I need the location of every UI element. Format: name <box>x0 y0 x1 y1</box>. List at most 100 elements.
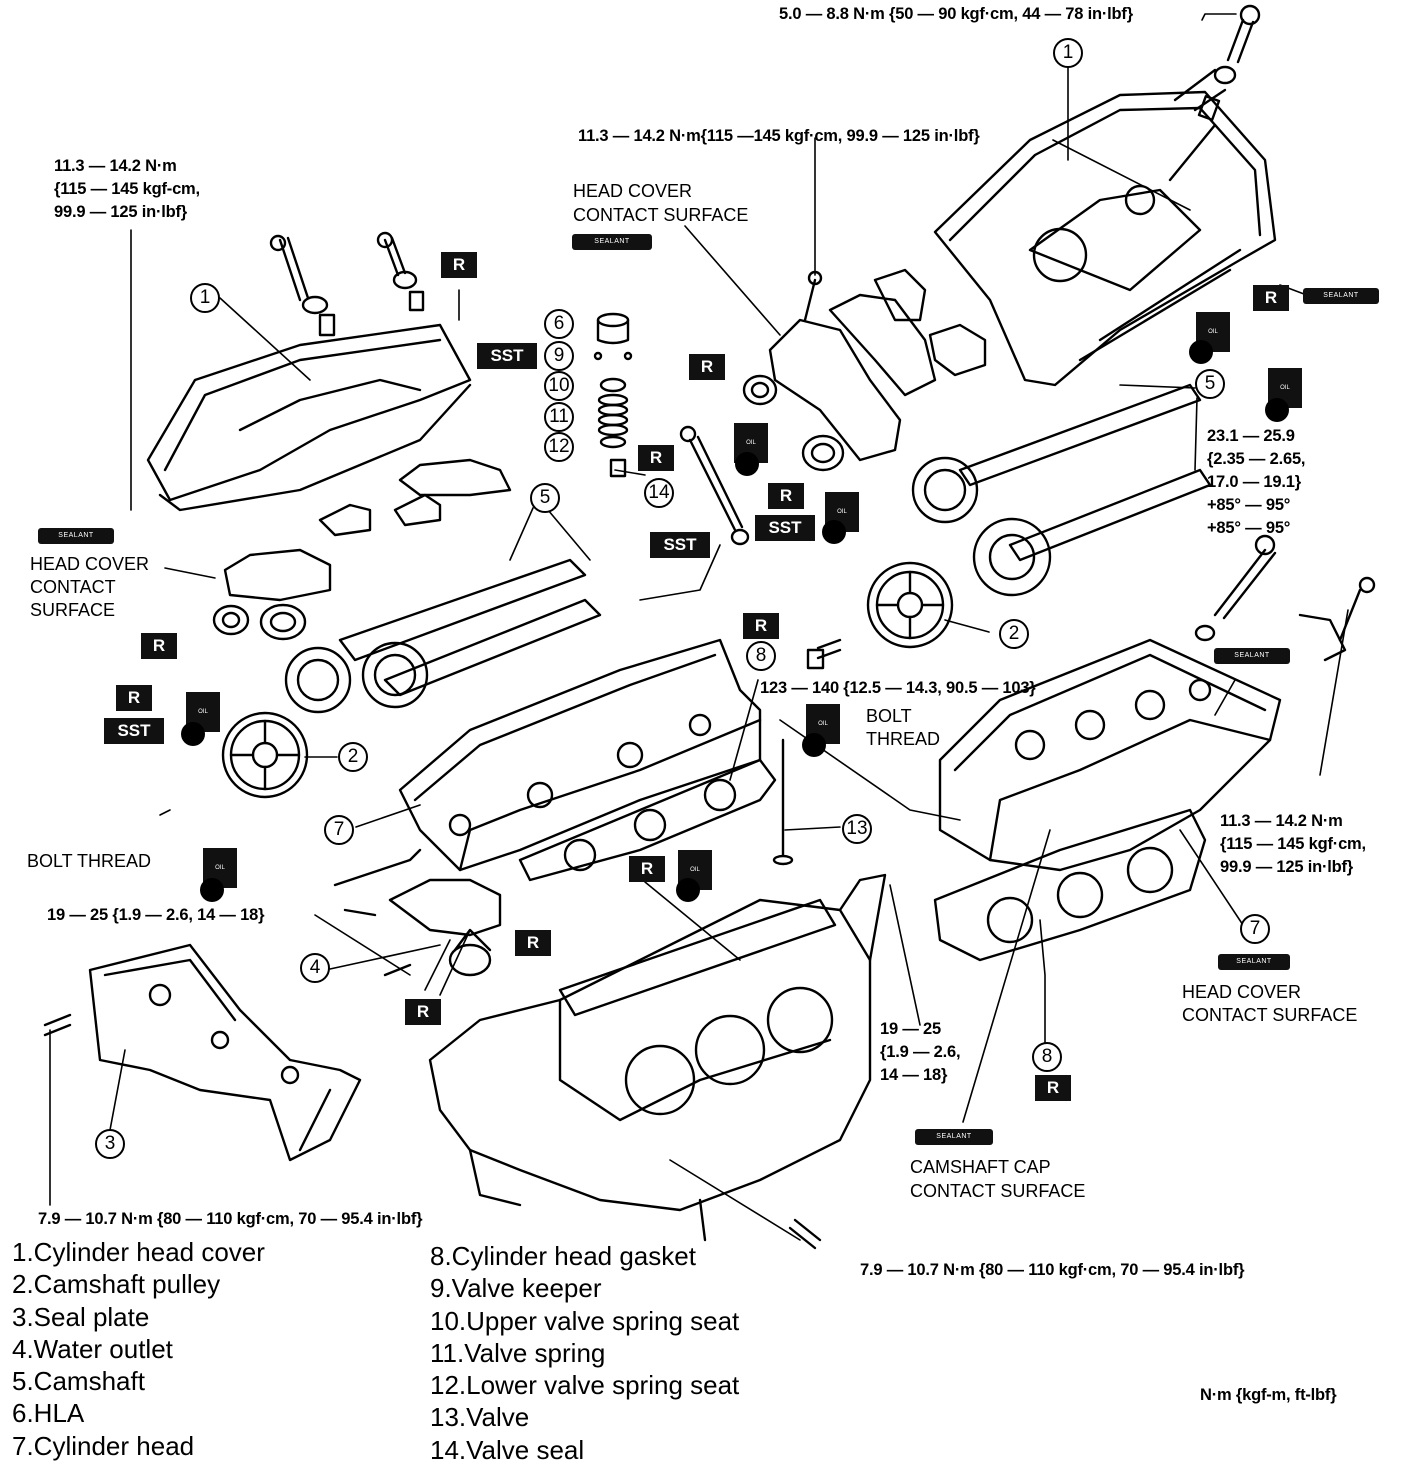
callout-14: 14 <box>644 478 674 508</box>
camshaft-cap-contact-surface-2: CONTACT SURFACE <box>910 1181 1086 1201</box>
sealant-tube-icon: SEALANT <box>1214 648 1290 664</box>
replace-tag: R <box>768 483 804 509</box>
legend-item: 1.Cylinder head cover <box>12 1237 265 1267</box>
right-camshaft-caps-drawing <box>742 268 987 472</box>
oil-drop-icon <box>822 520 846 544</box>
water-outlet-drawing <box>333 848 502 977</box>
legend-item: 7.Cylinder head <box>12 1430 195 1461</box>
head-cover-contact-surface-top-1: HEAD COVER <box>573 181 693 201</box>
bolt-thread-right-1: BOLT <box>866 706 912 726</box>
replace-tag: R <box>1253 285 1289 311</box>
sealant-tube-icon: SEALANT <box>1303 288 1379 304</box>
left-camshafts-drawing <box>284 558 602 714</box>
camshaft-cap-contact-surface-1: CAMSHAFT CAP <box>910 1157 1051 1177</box>
replace-tag: R <box>689 354 725 380</box>
oil-drop-icon <box>1265 398 1289 422</box>
top-bolt-drawing <box>1168 4 1261 182</box>
left-head-cover-drawing <box>146 231 472 512</box>
sealant-tube-icon: SEALANT <box>572 234 652 250</box>
units-note: N·m {kgf-m, ft-lbf} <box>1200 1386 1337 1404</box>
sst-tag: SST <box>104 718 164 744</box>
sst-tag: SST <box>755 515 815 541</box>
callout-3: 3 <box>95 1129 125 1159</box>
head-cover-contact-surface-left-3: SURFACE <box>30 600 116 620</box>
leader-lines <box>49 13 1349 1241</box>
engine-block-drawing <box>428 873 887 1242</box>
left-cylinder-head-drawing <box>398 638 762 872</box>
callout-2: 2 <box>999 619 1029 649</box>
oil-drop-icon <box>735 452 759 476</box>
callout-7: 7 <box>1240 914 1270 944</box>
head-cover-contact-surface-right-2: CONTACT SURFACE <box>1182 1005 1358 1025</box>
callout-5: 5 <box>1195 369 1225 399</box>
callout-1: 1 <box>1053 38 1083 68</box>
oil-drop-icon <box>1189 340 1213 364</box>
callout-6: 6 <box>544 309 574 339</box>
sst-tag: SST <box>477 343 537 369</box>
left-head-gasket-drawing <box>518 758 777 882</box>
callout-7: 7 <box>324 815 354 845</box>
torque-pulley-3: 17.0 — 19.1} <box>1207 473 1301 491</box>
torque-left-cover-2: {115 — 145 kgf-cm, <box>54 180 200 198</box>
legend-left: 1.Cylinder head cover 2.Camshaft pulley … <box>12 1236 265 1462</box>
callout-4: 4 <box>300 953 330 983</box>
oil-drop-icon <box>181 722 205 746</box>
valve-train-drawing <box>593 312 633 478</box>
head-cover-contact-surface-left-1: HEAD COVER <box>30 554 150 574</box>
bolt-thread-left: BOLT THREAD <box>27 851 152 871</box>
replace-tag: R <box>515 930 551 956</box>
torque-right-cover: 11.3 — 14.2 N·m{115 —145 kgf·cm, 99.9 — … <box>578 127 980 145</box>
right-camshafts-drawing <box>911 383 1212 597</box>
replace-tag: R <box>141 633 177 659</box>
replace-tag: R <box>441 252 477 278</box>
callout-8: 8 <box>746 641 776 671</box>
sealant-tube-icon: SEALANT <box>915 1129 993 1145</box>
legend-item: 13.Valve <box>430 1402 530 1433</box>
right-cylinder-head-drawing <box>938 576 1376 872</box>
replace-tag: R <box>638 445 674 471</box>
torque-top: 5.0 — 8.8 N·m {50 — 90 kgf·cm, 44 — 78 i… <box>779 5 1133 23</box>
torque-water-outlet: 19 — 25 {1.9 — 2.6, 14 — 18} <box>47 906 265 924</box>
oil-drop-icon <box>676 878 700 902</box>
torque-left-cover-1: 11.3 — 14.2 N·m <box>54 157 177 175</box>
replace-tag: R <box>743 613 779 639</box>
left-camshaft-caps-drawing <box>223 458 512 602</box>
legend-item: 2.Camshaft pulley <box>12 1269 221 1300</box>
torque-cap-3: 99.9 — 125 in·lbf} <box>1220 858 1354 876</box>
callout-1: 1 <box>190 283 220 313</box>
legend-item: 9.Valve keeper <box>430 1273 602 1304</box>
torque-right-2: {1.9 — 2.6, <box>880 1043 961 1061</box>
torque-pulley-5: +85° — 95° <box>1207 519 1291 537</box>
callout-9: 9 <box>544 341 574 371</box>
torque-right-3: 14 — 18} <box>880 1066 948 1084</box>
head-cover-contact-surface-left-2: CONTACT <box>30 577 116 597</box>
replace-tag: R <box>629 856 665 882</box>
legend-item: 10.Upper valve spring seat <box>430 1305 740 1336</box>
torque-cap-2: {115 — 145 kgf·cm, <box>1220 835 1366 853</box>
right-camshaft-pulley-drawing <box>866 561 954 649</box>
legend-right: 8.Cylinder head gasket 9.Valve keeper 10… <box>430 1240 739 1466</box>
callout-12: 12 <box>544 432 574 462</box>
legend-item: 14.Valve seal <box>430 1434 585 1465</box>
torque-head-bolt: 123 — 140 {12.5 — 14.3, 90.5 — 103} <box>760 679 1036 697</box>
torque-pulley-1: 23.1 — 25.9 <box>1207 427 1295 445</box>
torque-right-1: 19 — 25 <box>880 1020 941 1038</box>
sst-tag: SST <box>650 532 710 558</box>
callout-13: 13 <box>842 814 872 844</box>
torque-left-cover-3: 99.9 — 125 in·lbf} <box>54 203 188 221</box>
torque-pulley-4: +85° — 95° <box>1207 496 1291 514</box>
bolt-thread-right-2: THREAD <box>866 729 941 749</box>
sealant-tube-icon: SEALANT <box>38 528 114 544</box>
torque-seal-plate: 7.9 — 10.7 N·m {80 — 110 kgf·cm, 70 — 95… <box>38 1210 423 1228</box>
callout-2: 2 <box>338 742 368 772</box>
legend-item: 5.Camshaft <box>12 1366 145 1397</box>
legend-item: 12.Lower valve spring seat <box>430 1370 740 1401</box>
legend-item: 3.Seal plate <box>12 1301 150 1332</box>
replace-tag: R <box>405 999 441 1025</box>
torque-block-bolt: 7.9 — 10.7 N·m {80 — 110 kgf·cm, 70 — 95… <box>860 1261 1245 1279</box>
seal-plate-drawing <box>43 943 362 1162</box>
legend-item: 4.Water outlet <box>12 1333 173 1364</box>
replace-tag: R <box>1035 1075 1071 1101</box>
callout-5: 5 <box>530 483 560 513</box>
